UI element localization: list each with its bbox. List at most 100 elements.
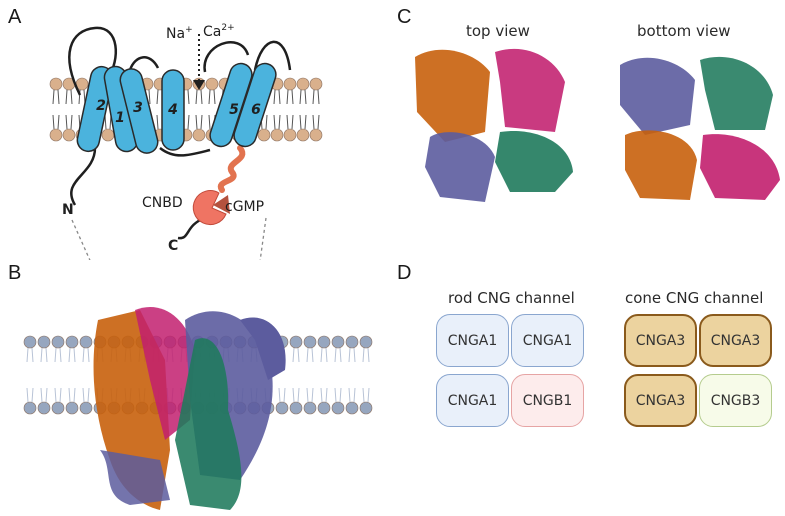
sodium-label: Na+ — [166, 25, 193, 42]
lipid-head — [257, 128, 271, 142]
lipid-tail — [54, 387, 62, 403]
cone-subunit-2: CNGA3 — [699, 314, 772, 367]
lipid-tail — [299, 114, 307, 130]
helix-label-1: 1 — [115, 110, 125, 126]
rod-subunit-2: CNGA1 — [511, 314, 584, 367]
lipid-tail — [68, 347, 76, 363]
lipid-head — [23, 335, 37, 349]
cone-channel-title: cone CNG channel — [625, 289, 764, 307]
lipid-head — [289, 401, 303, 415]
cnbd-domain — [192, 190, 227, 226]
lipid-head — [309, 128, 323, 142]
lipid-tail — [299, 89, 307, 105]
c-terminus-label: C — [168, 238, 178, 254]
rod-subunit-4: CNGB1 — [511, 374, 584, 427]
panel-label-a: A — [8, 6, 22, 28]
arrow-head-icon — [193, 80, 205, 90]
lipid-tail — [52, 114, 60, 130]
panel-label-d: D — [397, 262, 412, 284]
rod-subunit-3: CNGA1 — [436, 374, 509, 427]
lipid-head — [345, 401, 359, 415]
cone-subunit-3: CNGA3 — [624, 374, 697, 427]
lipid-tail — [286, 114, 294, 130]
lipid-tail — [348, 387, 356, 403]
helix-label-5: 5 — [229, 102, 239, 118]
lipid-head — [270, 128, 284, 142]
lipid-head — [49, 128, 63, 142]
lipid-tail — [362, 347, 370, 363]
lipid-tail — [26, 347, 34, 363]
lipid-head — [283, 77, 297, 91]
lipid-tail — [273, 89, 281, 105]
lipid-tail — [362, 387, 370, 403]
lipid-tail — [306, 387, 314, 403]
lipid-head — [101, 128, 115, 142]
lipid-head — [275, 401, 289, 415]
lipid-head — [309, 77, 323, 91]
lipid-tail — [273, 114, 281, 130]
lipid-head — [51, 401, 65, 415]
lipid-head — [65, 335, 79, 349]
lipid-head — [205, 77, 219, 91]
guide-line-right — [259, 217, 267, 260]
calcium-label: Ca2+ — [203, 23, 235, 40]
lipid-head — [79, 335, 93, 349]
lipid-tail — [334, 387, 342, 403]
lipid-tail — [40, 387, 48, 403]
lipid-tail — [312, 89, 320, 105]
helix-label-3: 3 — [133, 100, 143, 116]
lipid-tail — [104, 114, 112, 130]
lipid-tail — [278, 387, 286, 403]
lipid-head — [49, 77, 63, 91]
lipid-head — [289, 335, 303, 349]
helix-3 — [119, 68, 159, 154]
lipid-head — [359, 401, 373, 415]
lipid-tail — [292, 387, 300, 403]
top-view-structure — [415, 48, 573, 202]
lipid-tail — [195, 89, 203, 105]
bottom-view-title: bottom view — [637, 22, 731, 40]
bottom-view-structure — [620, 56, 780, 200]
lipid-tail — [82, 387, 90, 403]
helix-6 — [233, 62, 277, 148]
lipid-head — [331, 401, 345, 415]
lipid-tail — [68, 387, 76, 403]
topology-diagram: 2 1 3 4 5 6 Na+ Ca2+ CNBD cGMP N C — [49, 23, 323, 260]
lipid-head — [296, 77, 310, 91]
helix-label-2: 2 — [96, 98, 106, 114]
helix-5 — [209, 62, 253, 148]
lipid-tail — [195, 114, 203, 130]
panel-label-c: C — [397, 6, 412, 28]
lipid-tail — [306, 347, 314, 363]
helix-4 — [161, 69, 185, 151]
rod-subunit-1: CNGA1 — [436, 314, 509, 367]
guide-line-left — [71, 219, 91, 260]
lipid-head — [283, 128, 297, 142]
protein-side-view — [93, 306, 286, 510]
lipid-head — [79, 401, 93, 415]
cnbd-label: CNBD — [142, 195, 183, 211]
lipid-tail — [320, 387, 328, 403]
lipid-head — [317, 335, 331, 349]
top-view-title: top view — [466, 22, 530, 40]
lipid-head — [37, 401, 51, 415]
n-terminus-label: N — [62, 202, 74, 218]
helix-2 — [76, 65, 114, 153]
lipid-tail — [26, 387, 34, 403]
lipid-tail — [334, 347, 342, 363]
cgmp-label: cGMP — [225, 199, 264, 215]
lipid-tail — [312, 114, 320, 130]
lipid-tail — [292, 347, 300, 363]
side-view-structure — [23, 306, 373, 510]
helix-label-6: 6 — [251, 102, 261, 118]
helix-label-4: 4 — [167, 102, 178, 118]
lipid-head — [345, 335, 359, 349]
lipid-head — [331, 335, 345, 349]
lipid-tail — [65, 89, 73, 105]
lipid-head — [317, 401, 331, 415]
cgmp-wedge — [213, 195, 230, 214]
cone-subunit-1: CNGA3 — [624, 314, 697, 367]
lipid-tail — [348, 347, 356, 363]
lipid-tail — [65, 114, 73, 130]
rod-channel-title: rod CNG channel — [448, 289, 575, 307]
